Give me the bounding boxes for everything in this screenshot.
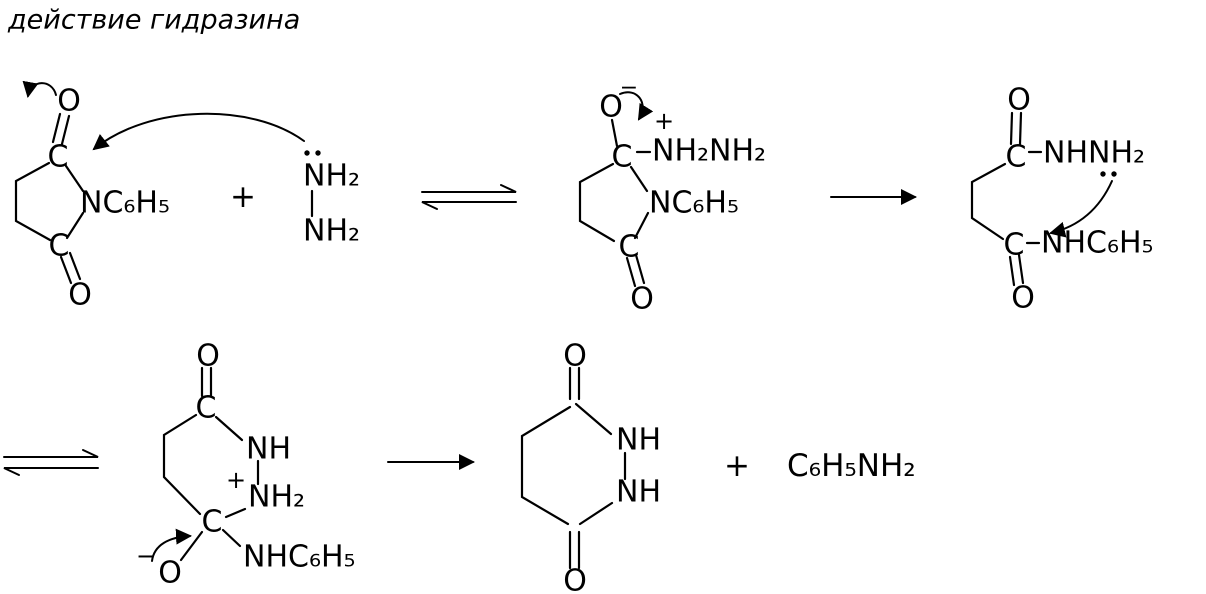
s4-c-o-bond [179,530,204,562]
s1-ch2-chain [14,161,52,242]
s2-co-bot-bond-2 [634,253,646,285]
s2-plus-charge: + [654,107,674,135]
structure-cyclic-intermediate: O C NH + NH₂ C − O NHC₆H₅ [136,339,356,591]
equilibrium-reverse-harpoon [3,467,99,476]
s4-plus-charge: + [226,466,246,494]
curved-arrow-carbonyl-s1 [22,80,57,98]
s1-co-bot-bond-1 [59,255,73,285]
aniline-formula: C₆H₅NH₂ [787,448,916,484]
s1-c-top-label: C [48,140,69,175]
s3-co-bot-bond-1 [1008,255,1016,287]
structure-hydrazine: NH₂ NH₂ [303,150,360,249]
s4-c-bot-label: C [202,505,223,540]
s1-ring-n-label: NC₆H₅ [80,186,170,221]
s3-co-top-bond-1 [1009,111,1014,146]
s4-c-top-label: C [196,391,217,426]
s1-co-top-bond-2 [60,114,71,146]
hydrazine-nh2-bot-label: NH₂ [303,214,360,249]
equilibrium-forward-harpoon [3,449,99,458]
curved-arrow-attack [92,112,305,151]
s4-nh2-c-bond [224,507,247,519]
equilibrium-arrows-2 [3,449,99,476]
lone-pair-dot [1100,171,1106,177]
structure-open-chain: O C NHNH₂ C NHC₆H₅ O [970,83,1154,316]
s5-nh-bot-label: NH [616,475,661,510]
s2-o-top-label: O [599,90,623,125]
s5-nh-c-bond [578,501,614,526]
scheme-title: действие гидразина [7,5,300,36]
s2-o-bot-label: O [630,282,654,317]
hydrazine-nh2-top-label: NH₂ [303,159,360,194]
lone-pair-dot [304,150,310,156]
s4-c-nh-bond [214,415,244,442]
equilibrium-forward-harpoon [421,184,517,193]
s1-n-c-bond [65,211,85,240]
equilibrium-reverse-harpoon [421,201,517,210]
s4-nh-label: NH [246,432,291,467]
s5-ch2-chain [520,405,572,526]
s1-co-bot-bond-2 [68,251,82,281]
s1-c-bot-label: C [49,229,70,264]
s3-c-bot-label: C [1004,228,1025,263]
plus-sign-top: + [230,179,256,215]
s3-o-top-label: O [1007,83,1031,118]
s4-c-leaving-bond [221,528,242,548]
s4-ch2-chain [162,413,202,516]
s4-o-bot-label: O [158,556,182,591]
s5-o-top-label: O [563,339,587,374]
s3-ch2-chain [970,162,1007,241]
s4-minus-charge: − [136,542,156,570]
lone-pair-dot [315,150,321,156]
s2-minus-charge: − [620,76,638,101]
s2-c-o-bond [610,118,619,148]
s2-ch2-chain [578,162,616,243]
s5-o-bot-label: O [563,564,587,594]
s2-amine-label: NH₂NH₂ [652,134,766,169]
s1-o-top-label: O [57,84,81,119]
s1-o-bot-label: O [68,278,92,313]
structure-succinimide: O C NC₆H₅ C O [14,84,170,313]
s3-hydrazide-label: NHNH₂ [1043,136,1145,171]
s5-c-nh-bond [574,402,613,436]
s1-co-top-bond-1 [51,112,62,144]
structure-product: O NH NH O [520,339,661,594]
s3-co-top-bond-2 [1018,111,1023,146]
s3-o-bot-label: O [1011,281,1035,316]
s5-nh-top-label: NH [616,423,661,458]
s4-leaving-group-label: NHC₆H₅ [243,540,356,575]
s1-c-n-bond [64,164,85,193]
s2-c-top-label: C [612,140,633,175]
s4-nh2-label: NH₂ [248,480,305,515]
equilibrium-arrows-1 [421,184,517,210]
s2-co-bot-bond-1 [625,256,637,288]
s2-c-n-bond [629,165,649,193]
s2-n-c-bond [633,211,650,240]
curved-arrow-cyclization [1049,180,1113,238]
s2-c-bot-label: C [619,230,640,265]
structure-intermediate1: O − + C NH₂NH₂ NC₆H₅ C O [578,76,766,317]
s4-o-top-label: O [196,339,220,374]
s3-co-bot-bond-2 [1017,253,1025,285]
plus-sign-bottom: + [724,448,750,484]
curved-arrow-alkoxide-s2 [619,91,654,121]
lone-pair-dot [1111,171,1117,177]
s3-c-top-label: C [1006,140,1027,175]
curved-arrow-collapse-s4 [151,528,192,562]
s2-ring-n-label: NC₆H₅ [649,186,739,221]
